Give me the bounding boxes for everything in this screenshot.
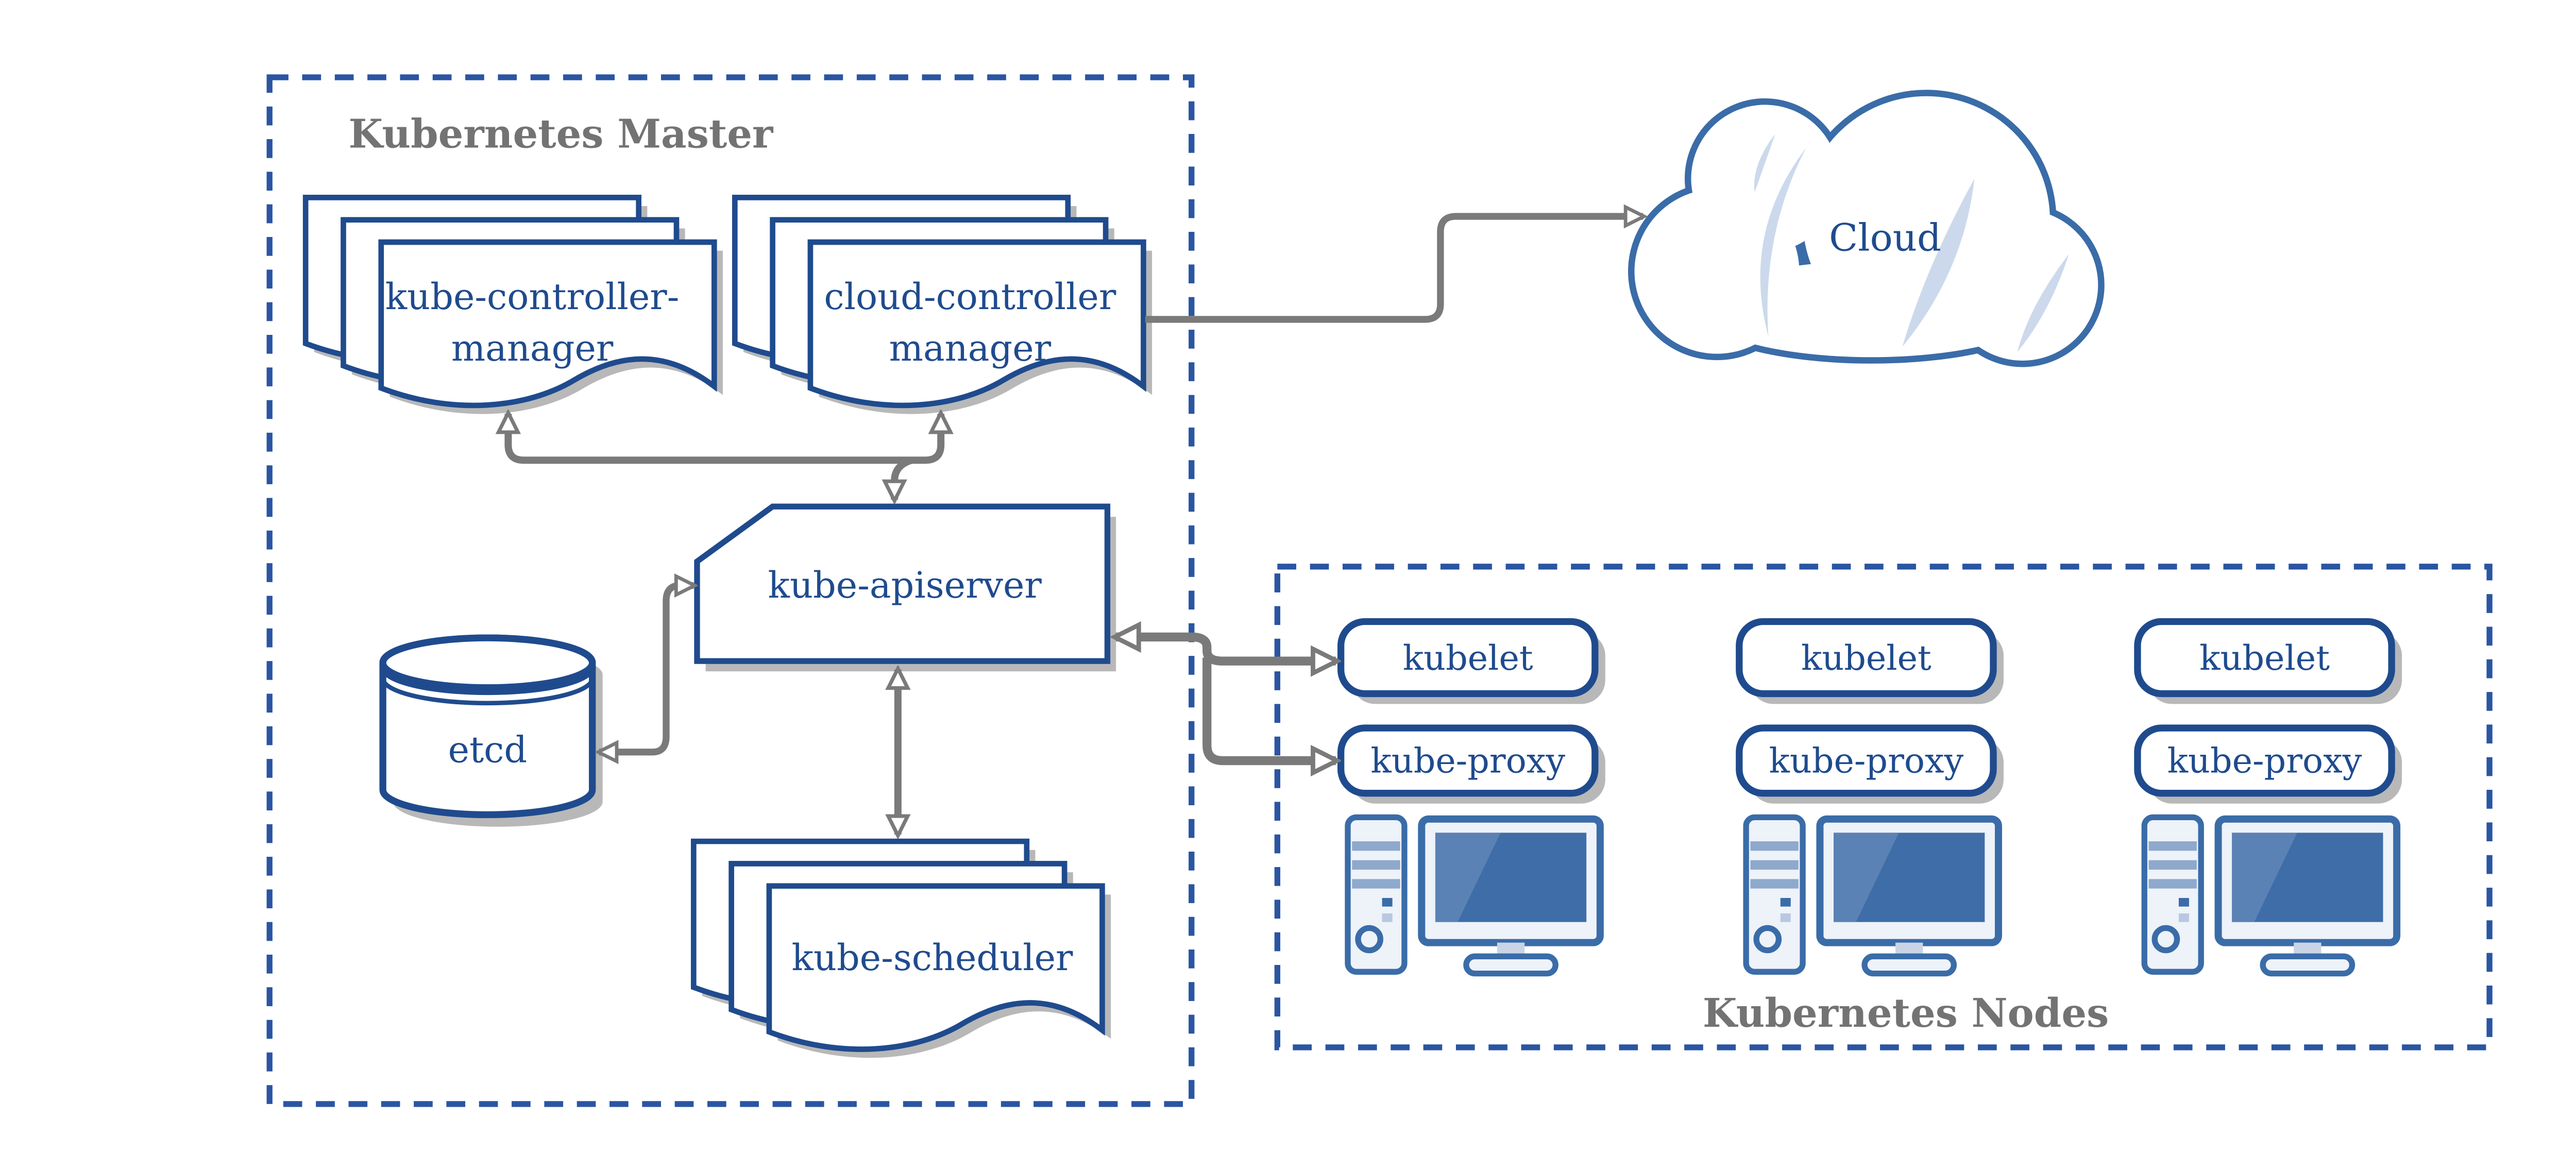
- cloud-label: Cloud: [1829, 216, 1941, 260]
- computer-workstation-icon: [2144, 817, 2397, 973]
- node-1: kubelet kube-proxy: [1337, 618, 1605, 973]
- kubelet-box: [2134, 618, 2395, 698]
- cloud-controller-manager-shape: cloud-controller manager: [735, 197, 1153, 414]
- etcd-shape: etcd: [379, 634, 603, 827]
- kubelet-box: [1736, 618, 1997, 698]
- kubelet-label: kubelet: [2199, 638, 2330, 678]
- arrow-apiserver-etcd: [599, 585, 693, 752]
- kube-apiserver-label: kube-apiserver: [768, 564, 1042, 606]
- kubernetes-master-box: Kubernetes Master kube-controller- manag…: [266, 74, 1195, 1107]
- master-dashed-border: [266, 74, 1195, 1107]
- apiserver-card: [694, 503, 1111, 664]
- kube-scheduler-label: kube-scheduler: [792, 937, 1074, 979]
- etcd-cylinder-top: [379, 634, 596, 691]
- arrow-controllers-trunk: [508, 414, 941, 464]
- etcd-ring: [380, 678, 595, 706]
- kube-apiserver-shape: kube-apiserver: [694, 503, 1116, 672]
- arrow-apiserver-kubeproxy: [1202, 657, 1336, 760]
- nodes-dashed-border: [1274, 564, 2493, 1050]
- node-3: kubelet kube-proxy: [2134, 618, 2402, 973]
- master-title: Kubernetes Master: [348, 111, 773, 158]
- kubernetes-nodes-box: Kubernetes Nodes kubelet kube-proxy kube…: [1274, 564, 2493, 1050]
- arrow-trunk-to-apiserver: [894, 456, 913, 500]
- cloud-shape: Cloud: [1628, 90, 2105, 367]
- computer-workstation-icon: [1348, 817, 1600, 973]
- etcd-ring: [380, 668, 595, 696]
- kube-controller-manager-label-line1: kube-controller-: [385, 276, 680, 318]
- kubelet-label: kubelet: [1403, 638, 1533, 678]
- cloud-icon-fill: [1634, 96, 2098, 361]
- kube-proxy-box: [2134, 724, 2395, 797]
- kube-proxy-box: [1736, 724, 1997, 797]
- kube-proxy-label: kube-proxy: [2167, 741, 2362, 781]
- computer-workstation-icon: [1746, 817, 1998, 973]
- nodes-title: Kubernetes Nodes: [1703, 990, 2109, 1037]
- cloud-controller-manager-label-line1: cloud-controller: [824, 276, 1116, 318]
- arrow-ccm-to-cloud: [1145, 216, 1643, 323]
- node-2: kubelet kube-proxy: [1736, 618, 2004, 973]
- connectors: [508, 216, 1643, 835]
- arrow-apiserver-kubelet: [1116, 637, 1336, 661]
- kube-scheduler-shape: kube-scheduler: [693, 841, 1111, 1058]
- cloud-controller-manager-label-line2: manager: [889, 327, 1052, 369]
- kube-controller-manager-shape: kube-controller- manager: [306, 197, 723, 414]
- cloud-highlight-slivers: [1754, 134, 2069, 352]
- kube-proxy-label: kube-proxy: [1370, 741, 1565, 781]
- kubelet-label: kubelet: [1801, 638, 1931, 678]
- kube-proxy-label: kube-proxy: [1769, 741, 1964, 781]
- kube-controller-manager-label-line2: manager: [451, 327, 614, 369]
- etcd-label: etcd: [448, 729, 528, 771]
